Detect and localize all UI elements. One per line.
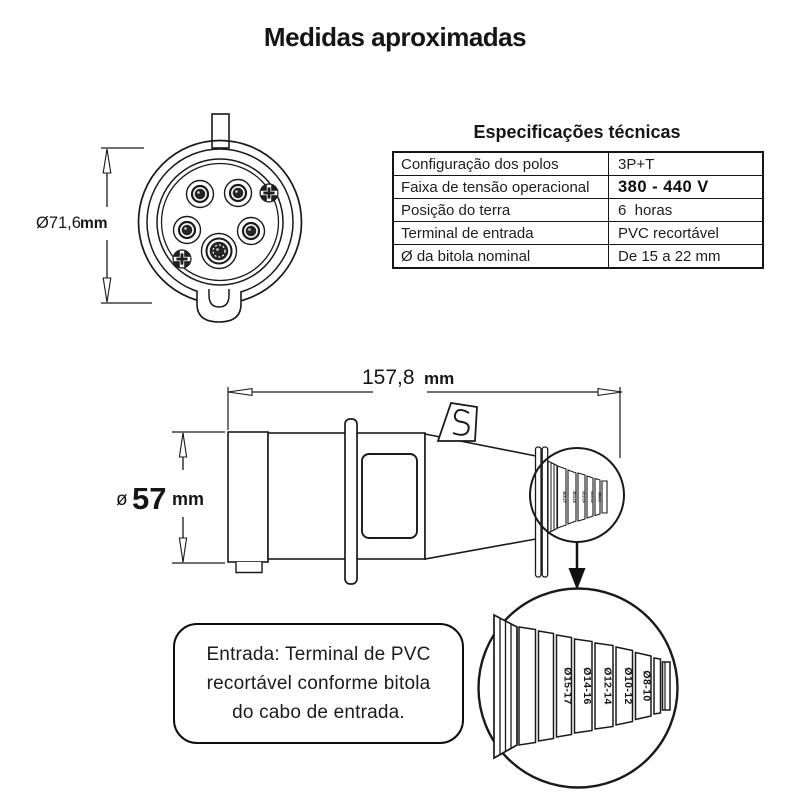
terminal-step-labels: Ø15-17 Ø14-16 Ø12-14 Ø10-12 Ø8-10 bbox=[562, 667, 653, 704]
label-window bbox=[361, 453, 418, 539]
spec-value: 3P+T bbox=[618, 155, 655, 173]
side-view-diagram: Ø15-17 Ø14-16 Ø12-14 Ø10-12 Ø8-10 bbox=[227, 401, 625, 585]
contact-pin bbox=[236, 216, 266, 246]
svg-text:Ø8-10: Ø8-10 bbox=[598, 492, 602, 502]
side-diameter-label: 57 bbox=[132, 481, 166, 516]
spec-value: De 15 a 22 mm bbox=[618, 247, 721, 265]
dimension-arrow-up bbox=[102, 148, 112, 174]
step-label: Ø14-16 bbox=[581, 667, 593, 704]
svg-text:Ø12-14: Ø12-14 bbox=[582, 491, 586, 502]
side-diameter-symbol: ø bbox=[116, 489, 128, 510]
pvc-terminal-small: Ø15-17 Ø14-16 Ø12-14 Ø10-12 Ø8-10 bbox=[547, 460, 608, 534]
dimension-arrow-left bbox=[227, 387, 253, 397]
step-label: Ø8-10 bbox=[641, 670, 653, 701]
front-diameter-label: Ø71,6 bbox=[36, 214, 81, 232]
table-row: Posição do terra 6 horas bbox=[394, 199, 762, 222]
table-row: Configuração dos polos 3P+T bbox=[394, 153, 762, 176]
dimension-arrow-down bbox=[102, 277, 112, 303]
arrowhead-down bbox=[568, 568, 586, 590]
dimension-arrow-down bbox=[178, 537, 188, 563]
front-view-diagram bbox=[137, 113, 303, 323]
dimension-arrow-up bbox=[178, 432, 188, 458]
plug-cap-notch bbox=[235, 562, 263, 574]
front-housing-rings bbox=[137, 139, 303, 305]
note-line: Entrada: Terminal de PVC bbox=[206, 644, 431, 665]
step-label: Ø12-14 bbox=[602, 667, 614, 704]
table-row: Faixa de tensão operacional 380 - 440 V bbox=[394, 176, 762, 199]
front-diameter-dimension: Ø71,6 mm bbox=[36, 147, 152, 304]
front-diameter-unit: mm bbox=[80, 215, 108, 232]
length-unit: mm bbox=[424, 369, 454, 388]
front-bottom-lug bbox=[196, 289, 242, 323]
terminal-detail-view: Ø15-17 Ø14-16 Ø12-14 Ø10-12 Ø8-10 bbox=[477, 587, 679, 789]
front-top-tab bbox=[211, 113, 230, 149]
length-label: 157,8 bbox=[362, 366, 415, 389]
svg-text:Ø14-16: Ø14-16 bbox=[572, 491, 576, 502]
page-title: Medidas aproximadas bbox=[263, 22, 527, 52]
spec-label: Posição do terra bbox=[394, 199, 609, 221]
note-line: recortável conforme bitola bbox=[206, 673, 431, 694]
spec-value: 380 - 440 V bbox=[618, 177, 709, 196]
detail-pointer-arrow bbox=[568, 542, 586, 590]
entry-note-box: Entrada: Terminal de PVC recortável conf… bbox=[173, 623, 464, 744]
plug-front-cap bbox=[227, 431, 269, 563]
spec-label: Faixa de tensão operacional bbox=[394, 176, 609, 198]
note-line: do cabo de entrada. bbox=[232, 702, 405, 723]
earth-pin bbox=[200, 232, 238, 270]
table-row: Terminal de entrada PVC recortável bbox=[394, 222, 762, 245]
pvc-terminal-large bbox=[493, 613, 671, 760]
spec-label: Ø da bitola nominal bbox=[394, 245, 609, 267]
plug-taper bbox=[424, 433, 537, 560]
contact-pin bbox=[223, 178, 253, 208]
spec-label: Configuração dos polos bbox=[394, 153, 609, 175]
spec-value: PVC recortável bbox=[618, 224, 719, 242]
length-dimension: 157,8 mm bbox=[227, 366, 623, 458]
dimension-arrow-right bbox=[597, 387, 623, 397]
side-diameter-dimension: ø 57 mm bbox=[116, 431, 225, 564]
spec-label: Terminal de entrada bbox=[394, 222, 609, 244]
screw-icon bbox=[172, 249, 192, 269]
contact-pin bbox=[185, 179, 215, 209]
terminal-small-labels: Ø15-17 Ø14-16 Ø12-14 Ø10-12 Ø8-10 bbox=[562, 491, 602, 502]
step-label: Ø10-12 bbox=[622, 667, 634, 704]
screw-icon bbox=[259, 183, 279, 203]
spec-value: 6 horas bbox=[618, 201, 673, 219]
plug-latch bbox=[436, 401, 478, 442]
step-label: Ø15-17 bbox=[562, 667, 574, 704]
svg-text:Ø15-17: Ø15-17 bbox=[562, 491, 566, 502]
specs-table-title: Especificações técnicas bbox=[473, 122, 681, 142]
side-diameter-unit: mm bbox=[172, 489, 204, 509]
table-row: Ø da bitola nominal De 15 a 22 mm bbox=[394, 245, 762, 267]
specs-table: Configuração dos polos 3P+T Faixa de ten… bbox=[392, 151, 764, 269]
svg-text:Ø10-12: Ø10-12 bbox=[590, 491, 594, 502]
terminal-disc bbox=[541, 446, 549, 578]
terminal-disc bbox=[534, 446, 542, 578]
plug-flange bbox=[344, 418, 358, 585]
contact-pin bbox=[172, 215, 202, 245]
